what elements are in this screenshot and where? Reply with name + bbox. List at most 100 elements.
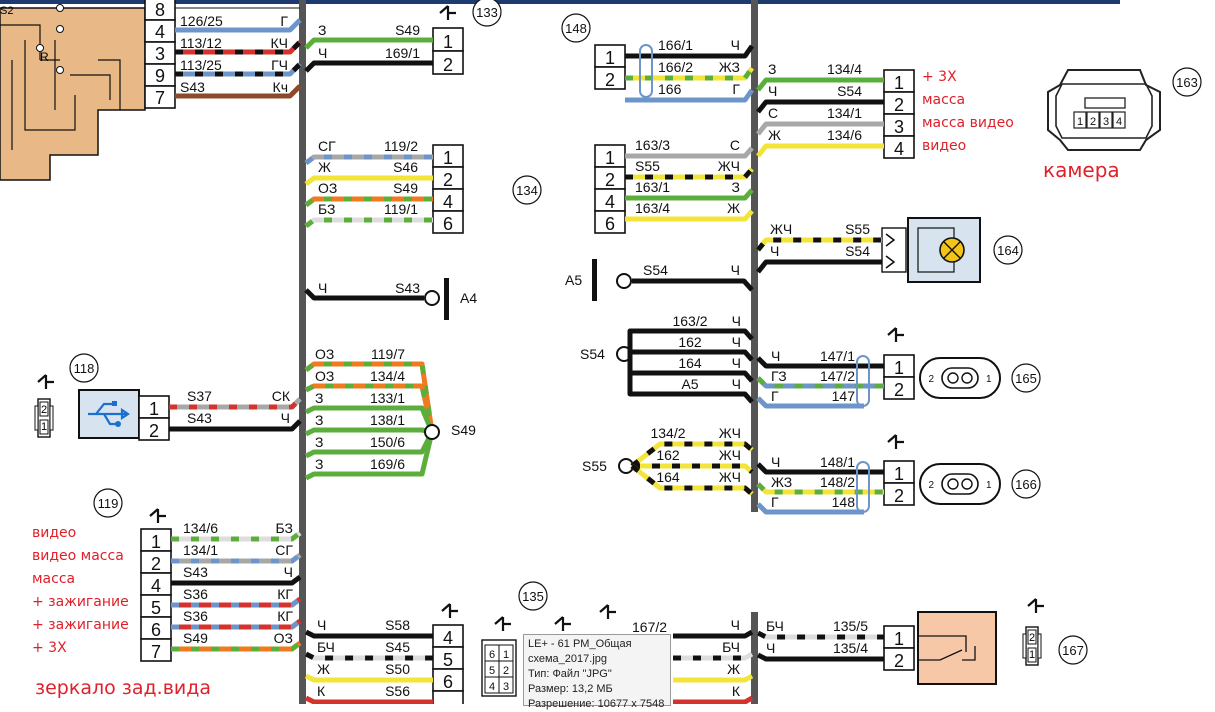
c148-wire-1-stripe: [625, 66, 755, 81]
cmid-pin-label-4: 4: [605, 192, 615, 212]
s49-wire-2: [304, 405, 435, 433]
c163-label-1: S54: [837, 83, 862, 99]
s49-label-0: 119/7: [371, 346, 405, 362]
c133-code-0: З: [318, 22, 326, 38]
c133-code-1: Ч: [318, 45, 327, 61]
c119-wire-4-stripe: [171, 619, 302, 630]
bl-wire-2: [304, 673, 433, 683]
c166-wire-2: [756, 502, 864, 515]
s54-wire-0: [627, 328, 754, 354]
c118-label-1: S43: [187, 410, 212, 426]
a4-name: А4: [460, 290, 477, 306]
c119-label-3: S36: [183, 586, 208, 602]
bm-code-2: Ж: [727, 661, 740, 677]
tl-pin-label-8: 8: [155, 0, 165, 20]
c134-code-2: ОЗ: [318, 180, 337, 196]
bl-label-1: S45: [385, 639, 410, 655]
c133-wire-1: [304, 60, 433, 73]
bm-code-1: БЧ: [722, 639, 740, 655]
note-ignition: + зажигание: [32, 594, 129, 610]
c119-pin-label-2: 2: [151, 554, 161, 574]
c135-fork-b: [554, 616, 571, 631]
c166-plug-hole-a: [947, 478, 959, 490]
switch-label-r: R: [40, 50, 49, 64]
c119-fork: [149, 508, 166, 523]
s49-code-1: ОЗ: [315, 368, 334, 384]
relay-167: [917, 611, 997, 685]
c134-code-3: БЗ: [318, 201, 336, 217]
c135-cell-label-3: 3: [503, 681, 509, 693]
c166-code-0: Ч: [771, 454, 780, 470]
c163-code-3: Ж: [768, 127, 781, 143]
cmid-wire-1-stripe: [625, 167, 754, 180]
c163-pin-label-1: 1: [894, 73, 904, 93]
c119-code-4: КГ: [277, 608, 293, 624]
badge-134-circle: [512, 175, 542, 205]
c167-code-1: Ч: [766, 640, 775, 656]
s49-code-0: ОЗ: [315, 346, 334, 362]
a5-node: [616, 273, 632, 289]
badge-148-label: 148: [565, 21, 587, 36]
c165-plug-hole-a: [947, 372, 959, 384]
c119-code-2: Ч: [284, 564, 293, 580]
c163-wire-3: [756, 143, 884, 158]
c148-code-2: Г: [732, 81, 740, 97]
a4-label: S43: [395, 280, 420, 296]
c163-plug-label-1: 1: [1077, 116, 1083, 128]
tl-wire-1-stripe: [175, 40, 302, 55]
usb-device: [78, 389, 140, 439]
s49-code-3: З: [315, 412, 323, 428]
badge-118-label: 118: [74, 361, 95, 376]
trunk-right: [751, 0, 758, 512]
c148-label-0: 166/1: [658, 37, 693, 53]
c166-code-1: ЖЗ: [771, 474, 792, 490]
c166-code-2: Г: [771, 494, 779, 510]
a4-bar: [444, 278, 449, 320]
c165-twist: [856, 355, 870, 407]
note-ignition-2: + зажигание: [32, 617, 129, 633]
a5-code: Ч: [731, 262, 740, 278]
s54-wire-1: [627, 349, 754, 362]
trunk-left: [299, 0, 306, 704]
c165-wire-1-stripe: [756, 376, 884, 389]
c164-code-1: Ч: [770, 243, 779, 259]
c163-label-3: 134/6: [827, 127, 862, 143]
c148-twist: [639, 44, 653, 98]
cmid-label-0: 163/3: [635, 137, 670, 153]
cmid-code-1: ЖЧ: [718, 158, 740, 174]
c166-plug-label-b: 1: [986, 480, 992, 491]
c118-wire-1: [169, 419, 302, 432]
c118-label-0: S37: [187, 388, 212, 404]
c165-wire-2: [756, 396, 864, 409]
a4-wire: [304, 288, 424, 301]
badge-148-circle: [561, 13, 591, 43]
c165-plug-label-b: 1: [986, 374, 992, 385]
c134-pin-label-6: 6: [443, 214, 453, 234]
tl-wire-3: [175, 84, 302, 99]
c133-fork: [439, 5, 456, 20]
c148-pin-label-2: 2: [605, 70, 615, 90]
bm-code-0: Ч: [731, 617, 740, 633]
switch-label-s2: S2: [0, 5, 14, 17]
a4-code: Ч: [318, 280, 327, 296]
c148-label-1: 166/2: [658, 59, 693, 75]
s49-code-4: З: [315, 434, 323, 450]
tl-wire-0: [175, 18, 302, 33]
c119-pin-label-4: 4: [151, 576, 161, 596]
s49-code-2: З: [315, 390, 323, 406]
c167-label-0: 135/5: [833, 618, 868, 634]
cam-note-plus: + 3Х: [922, 69, 957, 85]
c133-pin-label-1: 1: [443, 32, 453, 52]
c119-code-0: БЗ: [276, 520, 294, 536]
s49-label-3: 138/1: [370, 412, 405, 428]
c135-cell-label-5: 5: [489, 665, 495, 677]
c134-code-1: Ж: [318, 159, 331, 175]
c134-wire-1: [304, 175, 433, 186]
badge-135-circle: [518, 581, 548, 611]
c163-code-0: З: [768, 61, 776, 77]
c134-pin-label-4: 4: [443, 192, 453, 212]
lamp-164: [881, 217, 981, 283]
s54-wire-3: [627, 354, 754, 404]
c166-pin-label-2: 2: [894, 486, 904, 506]
c165-pin-label-1: 1: [894, 358, 904, 378]
